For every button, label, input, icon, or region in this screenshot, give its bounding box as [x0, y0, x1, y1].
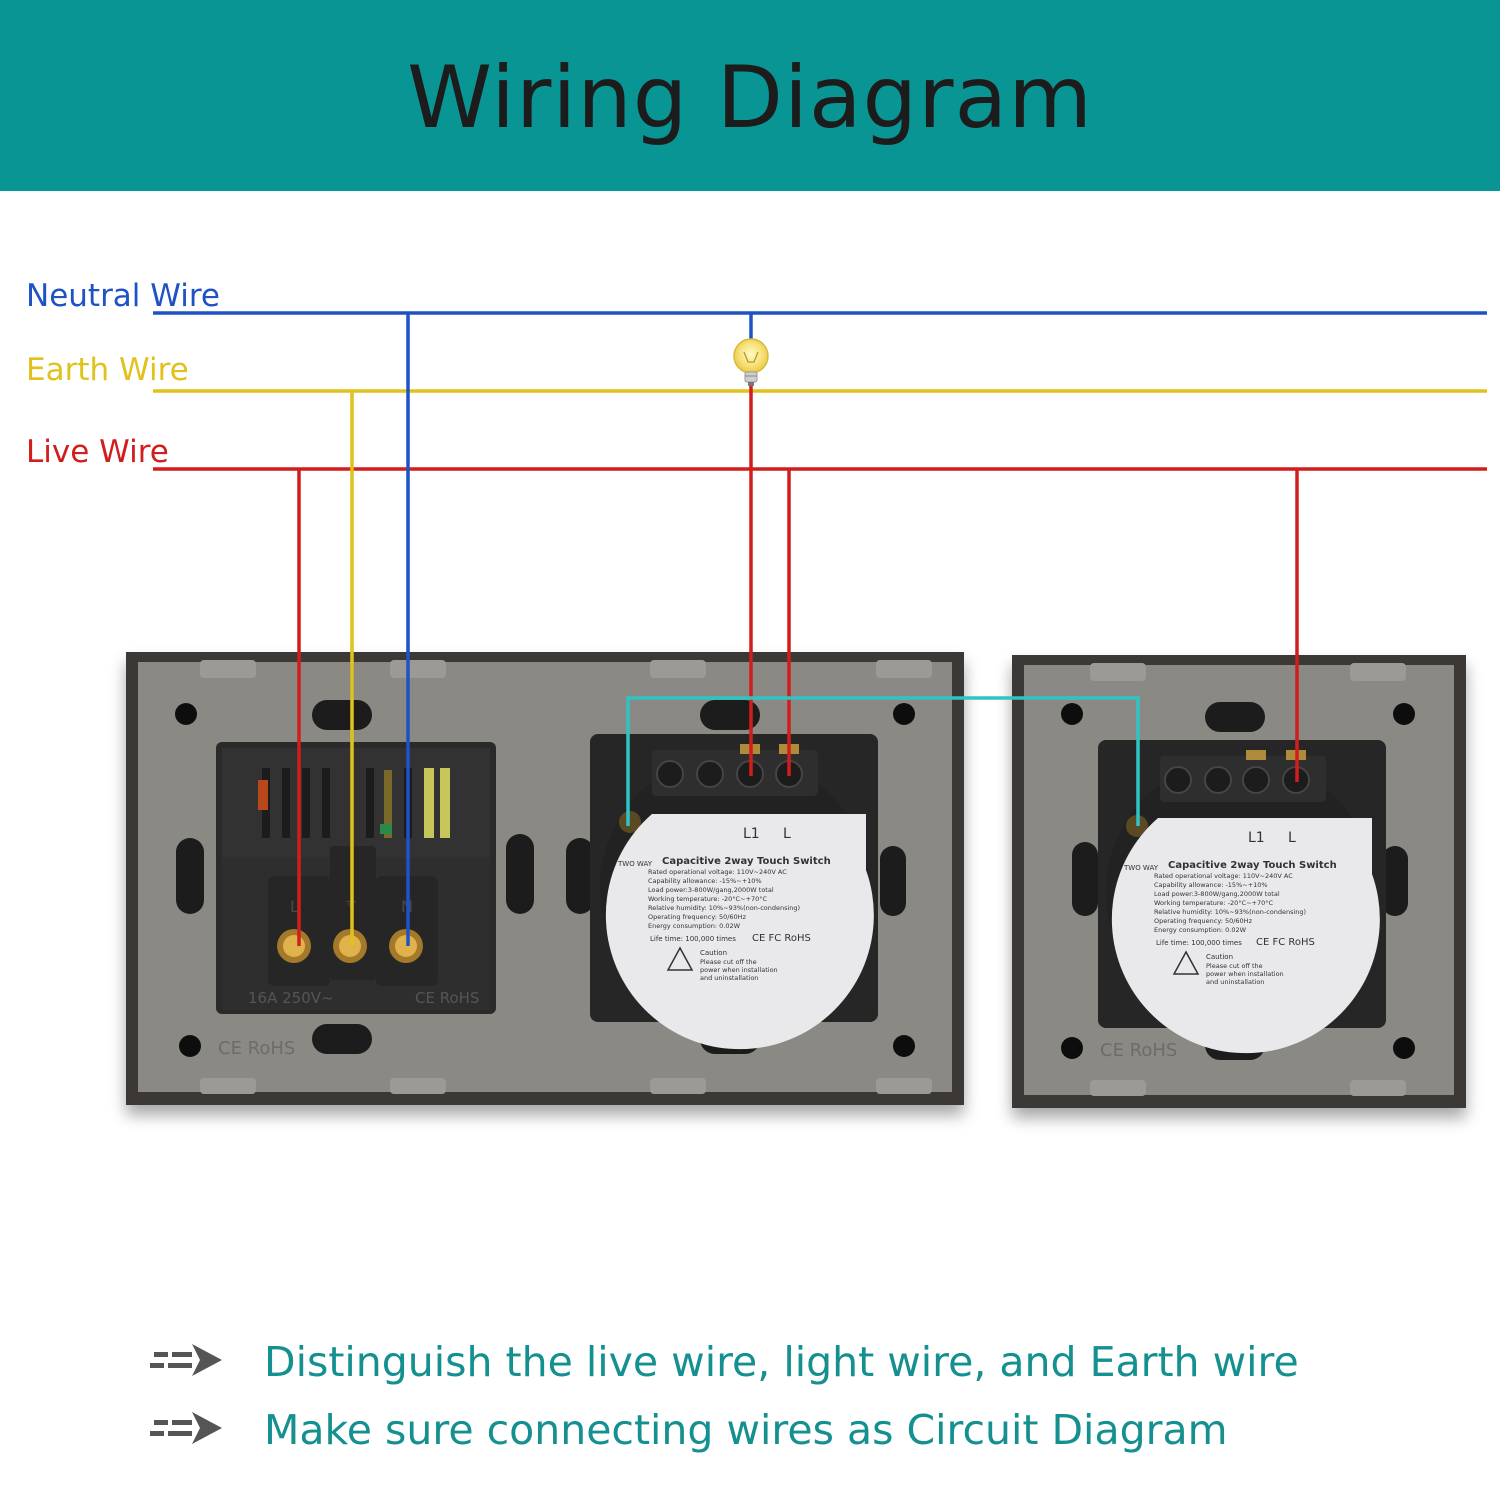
switch-2-spec-1: Capability allowance: -15%~+10% [1154, 881, 1268, 889]
socket-module: L ⏚ N 16A 250V~ CE RoHS [216, 742, 496, 1014]
switch-2-caution-1: power when installation [1206, 970, 1284, 978]
switch-1-spec-4: Relative humidity: 10%~93%(non-condensin… [648, 904, 800, 912]
switch-module-1: L1 L TWO WAY Capacitive 2way Touch Switc… [590, 734, 878, 1050]
dashed-arrow-icon [150, 1412, 222, 1444]
switch-1-caution-2: and uninstallation [700, 974, 758, 982]
switch-1-spec-2: Load power:3-800W/gang,2000W total [648, 886, 774, 894]
switch-1-terminal-l: L [783, 826, 791, 842]
switch-module-2: L1 L TWO WAY Capacitive 2way Touch Switc… [1098, 740, 1386, 1054]
switch-2-warning-icon [1172, 950, 1200, 975]
switch-2-spec-4: Relative humidity: 10%~93%(non-condensin… [1154, 908, 1306, 916]
plate-cert-left: CE RoHS [218, 1038, 295, 1059]
switch-2-tag: TWO WAY [1123, 864, 1159, 872]
switch-1-tag: TWO WAY [617, 860, 653, 868]
switch-1-caution-1: power when installation [700, 966, 778, 974]
wires [153, 311, 1487, 946]
plate-cert-right: CE RoHS [1100, 1040, 1177, 1061]
switch-1-caution-title: Caution [700, 949, 727, 957]
instruction-2: Make sure connecting wires as Circuit Di… [150, 1402, 1450, 1462]
switch-1-title: Capacitive 2way Touch Switch [662, 856, 831, 867]
switch-2-terminal-l1: L1 [1248, 830, 1265, 846]
single-wall-plate: L1 L TWO WAY Capacitive 2way Touch Switc… [1012, 655, 1466, 1108]
switch-1-spec-3: Working temperature: -20°C~+70°C [648, 895, 768, 903]
switch-2-terminal-l: L [1288, 830, 1296, 846]
dashed-arrow-icon [150, 1344, 222, 1376]
page-title: Wiring Diagram [407, 48, 1093, 148]
live-wire-label: Live Wire [26, 434, 169, 470]
switch-1-spec-0: Rated operational voltage: 110V~240V AC [648, 868, 787, 876]
switch-1-warning-icon [666, 946, 694, 971]
switch-1-caution-0: Please cut off the [700, 958, 757, 966]
earth-wire-label: Earth Wire [26, 352, 189, 388]
switch-2-spec-0: Rated operational voltage: 110V~240V AC [1154, 872, 1293, 880]
header-banner: Wiring Diagram [0, 0, 1500, 191]
switch-2-spec-5: Operating frequency: 50/60Hz [1154, 917, 1253, 925]
switch-1-certs: CE FC RoHS [752, 933, 811, 944]
switch-1-terminal-l1: L1 [743, 826, 760, 842]
wiring-diagram: L ⏚ N 16A 250V~ CE RoHS CE RoHS L1 L TWO… [126, 311, 1487, 1108]
socket-cert: CE RoHS [415, 989, 479, 1007]
switch-1-spec-6: Energy consumption: 0.02W [648, 922, 741, 930]
instruction-1: Distinguish the live wire, light wire, a… [150, 1334, 1450, 1394]
switch-2-title: Capacitive 2way Touch Switch [1168, 860, 1337, 871]
switch-2-spec-2: Load power:3-800W/gang,2000W total [1154, 890, 1280, 898]
switch-2-spec-6: Energy consumption: 0.02W [1154, 926, 1247, 934]
double-wall-plate: L ⏚ N 16A 250V~ CE RoHS CE RoHS L1 L TWO… [126, 652, 964, 1105]
switch-1-spec-5: Operating frequency: 50/60Hz [648, 913, 747, 921]
switch-2-certs: CE FC RoHS [1256, 937, 1315, 948]
socket-rating: 16A 250V~ [248, 989, 334, 1007]
light-bulb-icon [733, 338, 769, 386]
switch-2-caution-0: Please cut off the [1206, 962, 1263, 970]
socket-mark-live: L [290, 897, 299, 916]
switch-1-life: Life time: 100,000 times [650, 935, 736, 943]
switch-1-spec-1: Capability allowance: -15%~+10% [648, 877, 762, 885]
switch-2-caution-2: and uninstallation [1206, 978, 1264, 986]
switch-2-caution-title: Caution [1206, 953, 1233, 961]
switch-2-life: Life time: 100,000 times [1156, 939, 1242, 947]
instruction-2-text: Make sure connecting wires as Circuit Di… [264, 1406, 1228, 1454]
traveller-wire [626, 696, 1140, 826]
switch-2-spec-3: Working temperature: -20°C~+70°C [1154, 899, 1274, 907]
instruction-1-text: Distinguish the live wire, light wire, a… [264, 1338, 1299, 1386]
neutral-wire-label: Neutral Wire [26, 278, 220, 314]
